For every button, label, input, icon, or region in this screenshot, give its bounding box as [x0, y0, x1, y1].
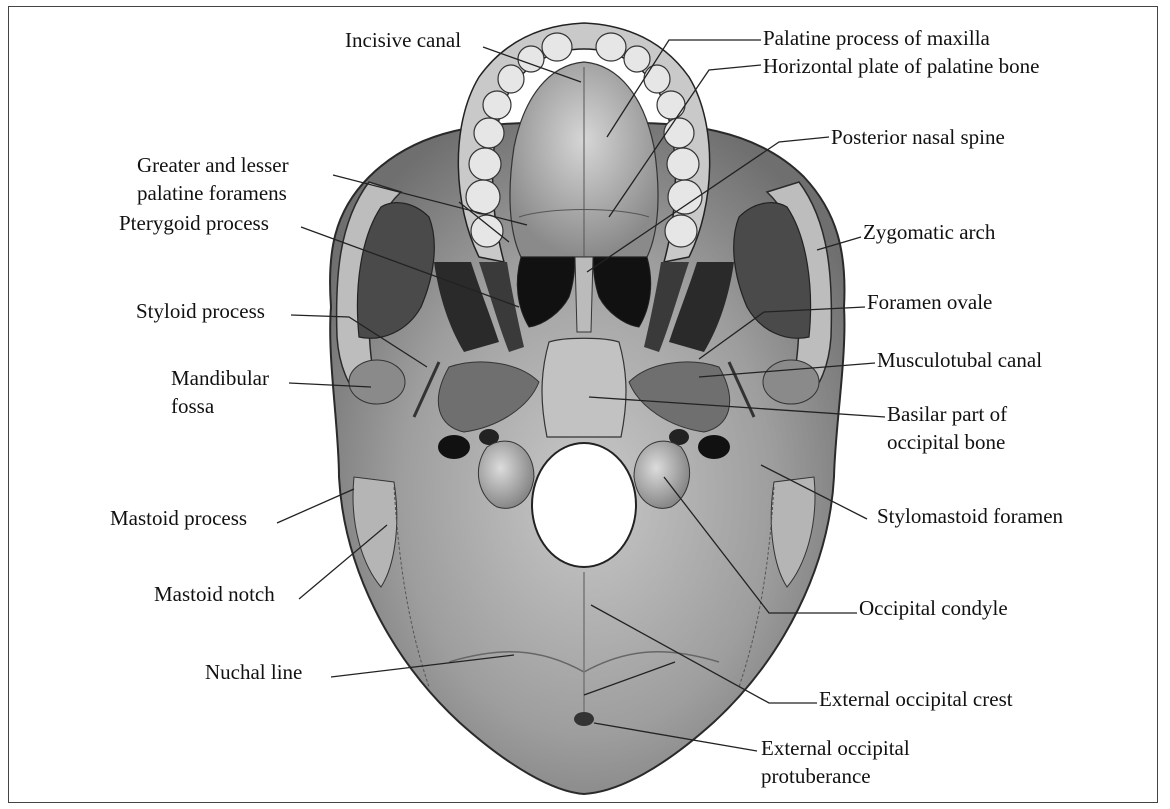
- skull-base-figure: Incisive canal Palatine process of maxil…: [8, 6, 1158, 803]
- jugular-left: [438, 435, 470, 459]
- label-musculotubal-canal: Musculotubal canal: [877, 347, 1042, 373]
- label-basilar-line1: Basilar part of: [887, 401, 1007, 427]
- label-basilar-line2: occipital bone: [887, 429, 1005, 455]
- label-external-occipital-protuberance-line2: protuberance: [761, 763, 871, 789]
- label-styloid-process: Styloid process: [136, 298, 265, 324]
- label-occipital-condyle: Occipital condyle: [859, 595, 1008, 621]
- label-posterior-nasal-spine: Posterior nasal spine: [831, 124, 1005, 150]
- foramen-magnum: [532, 443, 636, 567]
- label-greater-lesser-line1: Greater and lesser: [137, 152, 289, 178]
- label-horizontal-plate: Horizontal plate of palatine bone: [763, 53, 1039, 79]
- label-mastoid-process: Mastoid process: [110, 505, 247, 531]
- mandibular-fossa-left: [349, 360, 405, 404]
- label-mandibular-line2: fossa: [171, 393, 214, 419]
- label-incisive-canal: Incisive canal: [345, 27, 461, 53]
- label-palatine-process: Palatine process of maxilla: [763, 25, 990, 51]
- label-pterygoid-process: Pterygoid process: [119, 210, 269, 236]
- external-occipital-protuberance: [574, 712, 594, 726]
- label-foramen-ovale: Foramen ovale: [867, 289, 992, 315]
- basilar-part: [542, 338, 626, 437]
- label-zygomatic-arch: Zygomatic arch: [863, 219, 995, 245]
- label-external-occipital-protuberance-line1: External occipital: [761, 735, 910, 761]
- label-nuchal-line: Nuchal line: [205, 659, 302, 685]
- label-greater-lesser-line2: palatine foramens: [137, 180, 287, 206]
- vomer: [575, 257, 593, 332]
- occipital-condyle-right: [634, 441, 690, 508]
- jugular-right: [698, 435, 730, 459]
- label-mandibular-line1: Mandibular: [171, 365, 269, 391]
- mandibular-fossa-right: [763, 360, 819, 404]
- label-stylomastoid-foramen: Stylomastoid foramen: [877, 503, 1063, 529]
- label-external-occipital-crest: External occipital crest: [819, 686, 1013, 712]
- occipital-condyle-left: [478, 441, 534, 508]
- label-mastoid-notch: Mastoid notch: [154, 581, 275, 607]
